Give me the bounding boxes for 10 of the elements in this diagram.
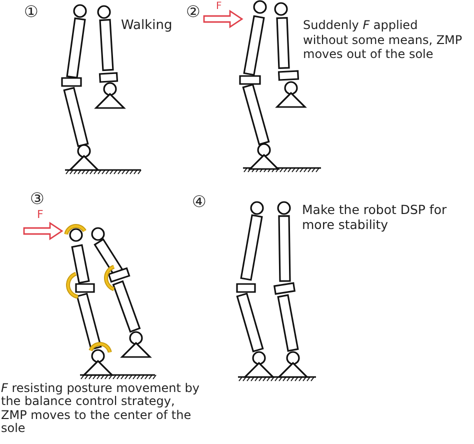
step-caption: Suddenly F applied without some means, ZMP moves out of the sole <box>303 18 463 62</box>
step-number: ④ <box>192 192 206 212</box>
force-label: F <box>216 1 222 14</box>
step-number: ③ <box>30 189 44 209</box>
force-label: F <box>37 208 44 222</box>
step-number: ① <box>24 2 38 22</box>
step-caption: Make the robot DSP for more stability <box>302 202 448 232</box>
step-number: ② <box>186 2 200 22</box>
step-caption: Walking <box>121 18 172 34</box>
step-caption: F resisting posture movement by the balance control strategy, ZMP moves to the center of the sole <box>1 382 201 436</box>
